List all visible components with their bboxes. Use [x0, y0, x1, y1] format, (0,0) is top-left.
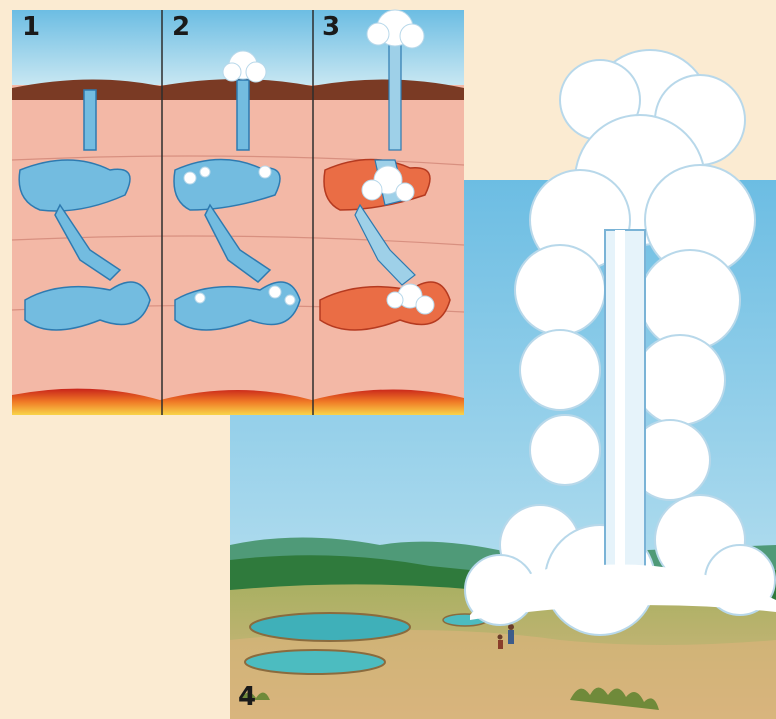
panel-number-2: 2 [172, 12, 190, 42]
panel-number-1: 1 [22, 12, 40, 42]
cross-sections [12, 10, 464, 415]
magma-layer [12, 389, 464, 415]
hot-pool-1 [250, 613, 410, 641]
hot-pool-2 [245, 650, 385, 674]
panel-number-4: 4 [238, 682, 256, 712]
panel-number-3: 3 [322, 12, 340, 42]
